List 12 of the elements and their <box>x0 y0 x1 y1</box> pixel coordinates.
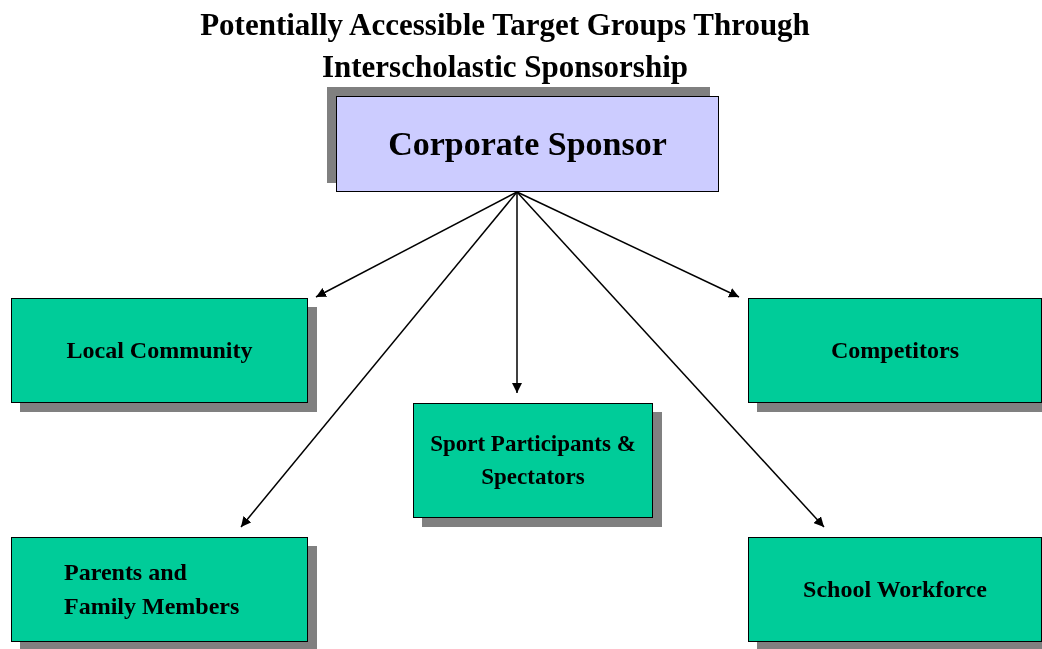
arrow <box>516 191 825 528</box>
node-label: Competitors <box>831 335 959 365</box>
node-label: School Workforce <box>803 574 987 604</box>
arrow <box>240 191 518 528</box>
node-label: Sport Participants & Spectators <box>429 430 637 491</box>
node-label: Corporate Sponsor <box>388 124 667 165</box>
arrow <box>516 191 740 298</box>
arrow <box>512 191 522 394</box>
node-label: Parents and Family Members <box>64 557 241 621</box>
arrow <box>315 191 518 298</box>
title: Potentially Accessible Target Groups Through Interscholastic Sponsorship <box>199 6 811 86</box>
node-label: Local Community <box>66 335 253 365</box>
